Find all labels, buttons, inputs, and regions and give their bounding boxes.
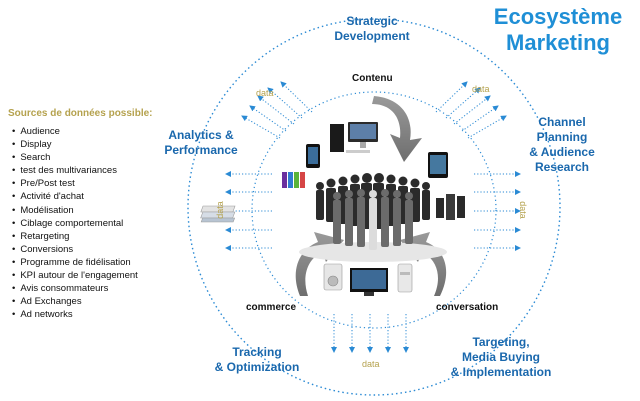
data-arrows-left bbox=[225, 171, 272, 251]
ipod-icon bbox=[282, 172, 305, 188]
phase-tracking-optimization: Tracking & Optimization bbox=[214, 345, 300, 374]
list-item: Ad Exchanges bbox=[12, 295, 138, 308]
list-item: Audience bbox=[12, 125, 138, 138]
television-icon bbox=[350, 268, 388, 296]
desktop-computer-icon bbox=[330, 122, 378, 153]
smartphone-icon bbox=[306, 144, 320, 168]
data-label-top-left: data bbox=[256, 88, 274, 98]
list-item: Pre/Post test bbox=[12, 177, 138, 190]
data-label-right: data bbox=[517, 201, 528, 219]
list-item: Search bbox=[12, 151, 138, 164]
game-console-icon bbox=[397, 263, 413, 293]
tablet-icon bbox=[428, 152, 448, 178]
phase-analytics-performance: Analytics & Performance bbox=[164, 128, 238, 157]
main-title-line-1: Ecosystème bbox=[493, 4, 623, 29]
phase-channel-planning: Channel Planning & Audience Research bbox=[529, 115, 595, 174]
flow-label-commerce: commerce bbox=[246, 302, 297, 313]
data-label-left: data bbox=[214, 201, 225, 219]
list-item: test des multivariances bbox=[12, 164, 138, 177]
data-arrows-top-right bbox=[435, 81, 507, 139]
list-item: Avis consommateurs bbox=[12, 282, 138, 295]
printed-documents-icon bbox=[200, 205, 236, 223]
list-item: Programme de fidélisation bbox=[12, 256, 138, 269]
flow-label-conversation: conversation bbox=[436, 302, 499, 313]
list-item: Ad networks bbox=[12, 308, 138, 321]
phase-strategic-development: Strategic Development bbox=[334, 14, 410, 43]
list-item: Ciblage comportemental bbox=[12, 217, 138, 230]
inner-dotted-ring bbox=[251, 91, 497, 329]
outer-dotted-ring bbox=[187, 18, 561, 396]
list-item: Display bbox=[12, 138, 138, 151]
sources-list: Audience Display Search test des multiva… bbox=[12, 125, 138, 321]
data-arrows-bottom bbox=[331, 314, 409, 353]
main-title: Ecosystème Marketing bbox=[478, 4, 638, 56]
list-item: Activité d'achat bbox=[12, 190, 138, 203]
sources-title: Sources de données possible: bbox=[8, 108, 153, 119]
list-item: Modélisation bbox=[12, 204, 138, 217]
flow-label-contenu: Contenu bbox=[352, 73, 393, 84]
list-item: Retargeting bbox=[12, 230, 138, 243]
data-arrows-right bbox=[474, 171, 521, 251]
data-arrows-top-left bbox=[241, 81, 313, 139]
content-flow-arrow bbox=[372, 96, 422, 162]
data-label-bottom: data bbox=[362, 359, 380, 369]
list-item: KPI autour de l'engagement bbox=[12, 269, 137, 282]
crowd-of-people-image bbox=[299, 173, 447, 262]
main-title-line-2: Marketing bbox=[506, 30, 610, 55]
phase-targeting-media-buying: Targeting, Media Buying & Implementation bbox=[450, 335, 552, 379]
speaker-icon bbox=[323, 263, 343, 291]
data-label-top-right: data bbox=[472, 84, 490, 94]
servers-icon bbox=[436, 194, 465, 220]
list-item: Conversions bbox=[12, 243, 138, 256]
